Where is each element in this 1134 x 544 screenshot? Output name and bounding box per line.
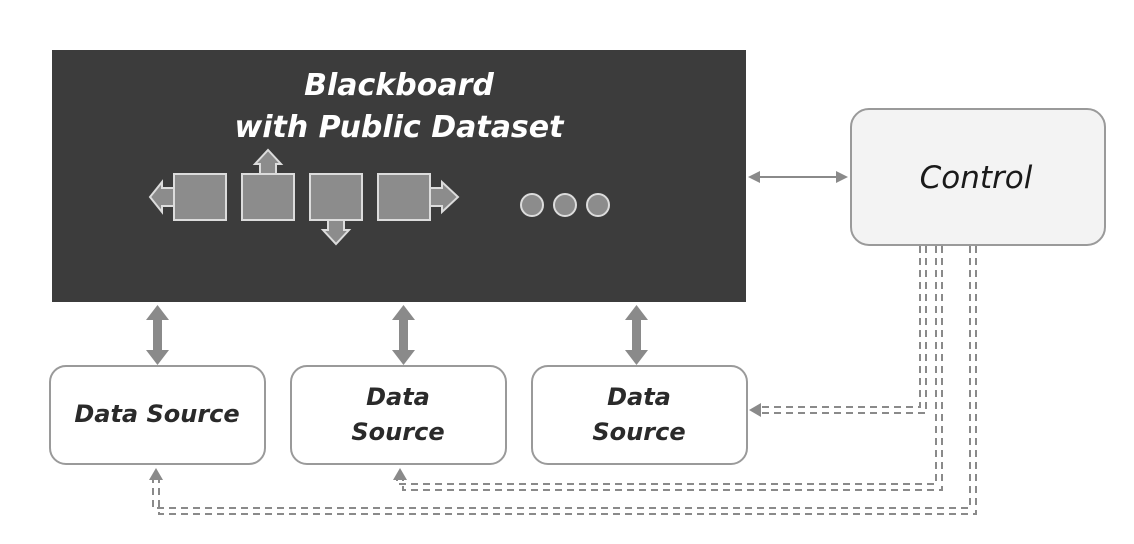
ellipsis-dots: [520, 193, 610, 217]
data-block-up-arrow: [241, 148, 295, 221]
control-label: Control: [920, 160, 1033, 196]
data-block-right-arrow: [377, 173, 460, 221]
data-source-3: Data Source: [531, 365, 748, 465]
control-to-datasource-3-line-b: [760, 246, 927, 414]
data-source-3-label-line2: Source: [592, 418, 685, 446]
datasource-3-dashed-arrowhead: [749, 403, 761, 417]
control-to-datasource-2-line-a: [396, 246, 937, 485]
blackboard-datasource-2-arrow: [392, 305, 415, 365]
data-source-1: Data Source: [49, 365, 266, 465]
datasource-2-dashed-arrowhead: [393, 468, 407, 480]
control-box: Control: [850, 108, 1106, 246]
data-source-2: Data Source: [290, 365, 507, 465]
control-to-datasource-1-line-b: [158, 246, 977, 515]
datasource-1-dashed-arrowhead: [149, 468, 163, 480]
control-to-datasource-2-line-b: [402, 246, 943, 491]
data-source-2-label-line1: Data: [366, 383, 430, 411]
data-source-1-label: Data Source: [74, 400, 239, 428]
data-block-left-arrow: [148, 173, 227, 221]
blackboard-datasource-1-arrow: [146, 305, 169, 365]
blackboard-title-line1: Blackboard: [304, 68, 494, 103]
control-to-datasource-1-line-a: [152, 246, 971, 509]
data-source-3-label-line1: Data: [607, 383, 671, 411]
control-dashed-lines: [152, 246, 977, 515]
data-source-2-label-line2: Source: [351, 418, 444, 446]
blackboard-datasource-arrows: [146, 305, 648, 365]
blackboard-datasource-3-arrow: [625, 305, 648, 365]
control-dashed-arrowheads: [149, 403, 761, 480]
blackboard-control-arrow: [748, 171, 848, 183]
blackboard-panel: Blackboard with Public Dataset: [52, 50, 746, 302]
control-to-datasource-3-line-a: [760, 246, 921, 408]
data-block-down-arrow: [309, 173, 363, 246]
blackboard-title-line2: with Public Dataset: [235, 110, 566, 145]
